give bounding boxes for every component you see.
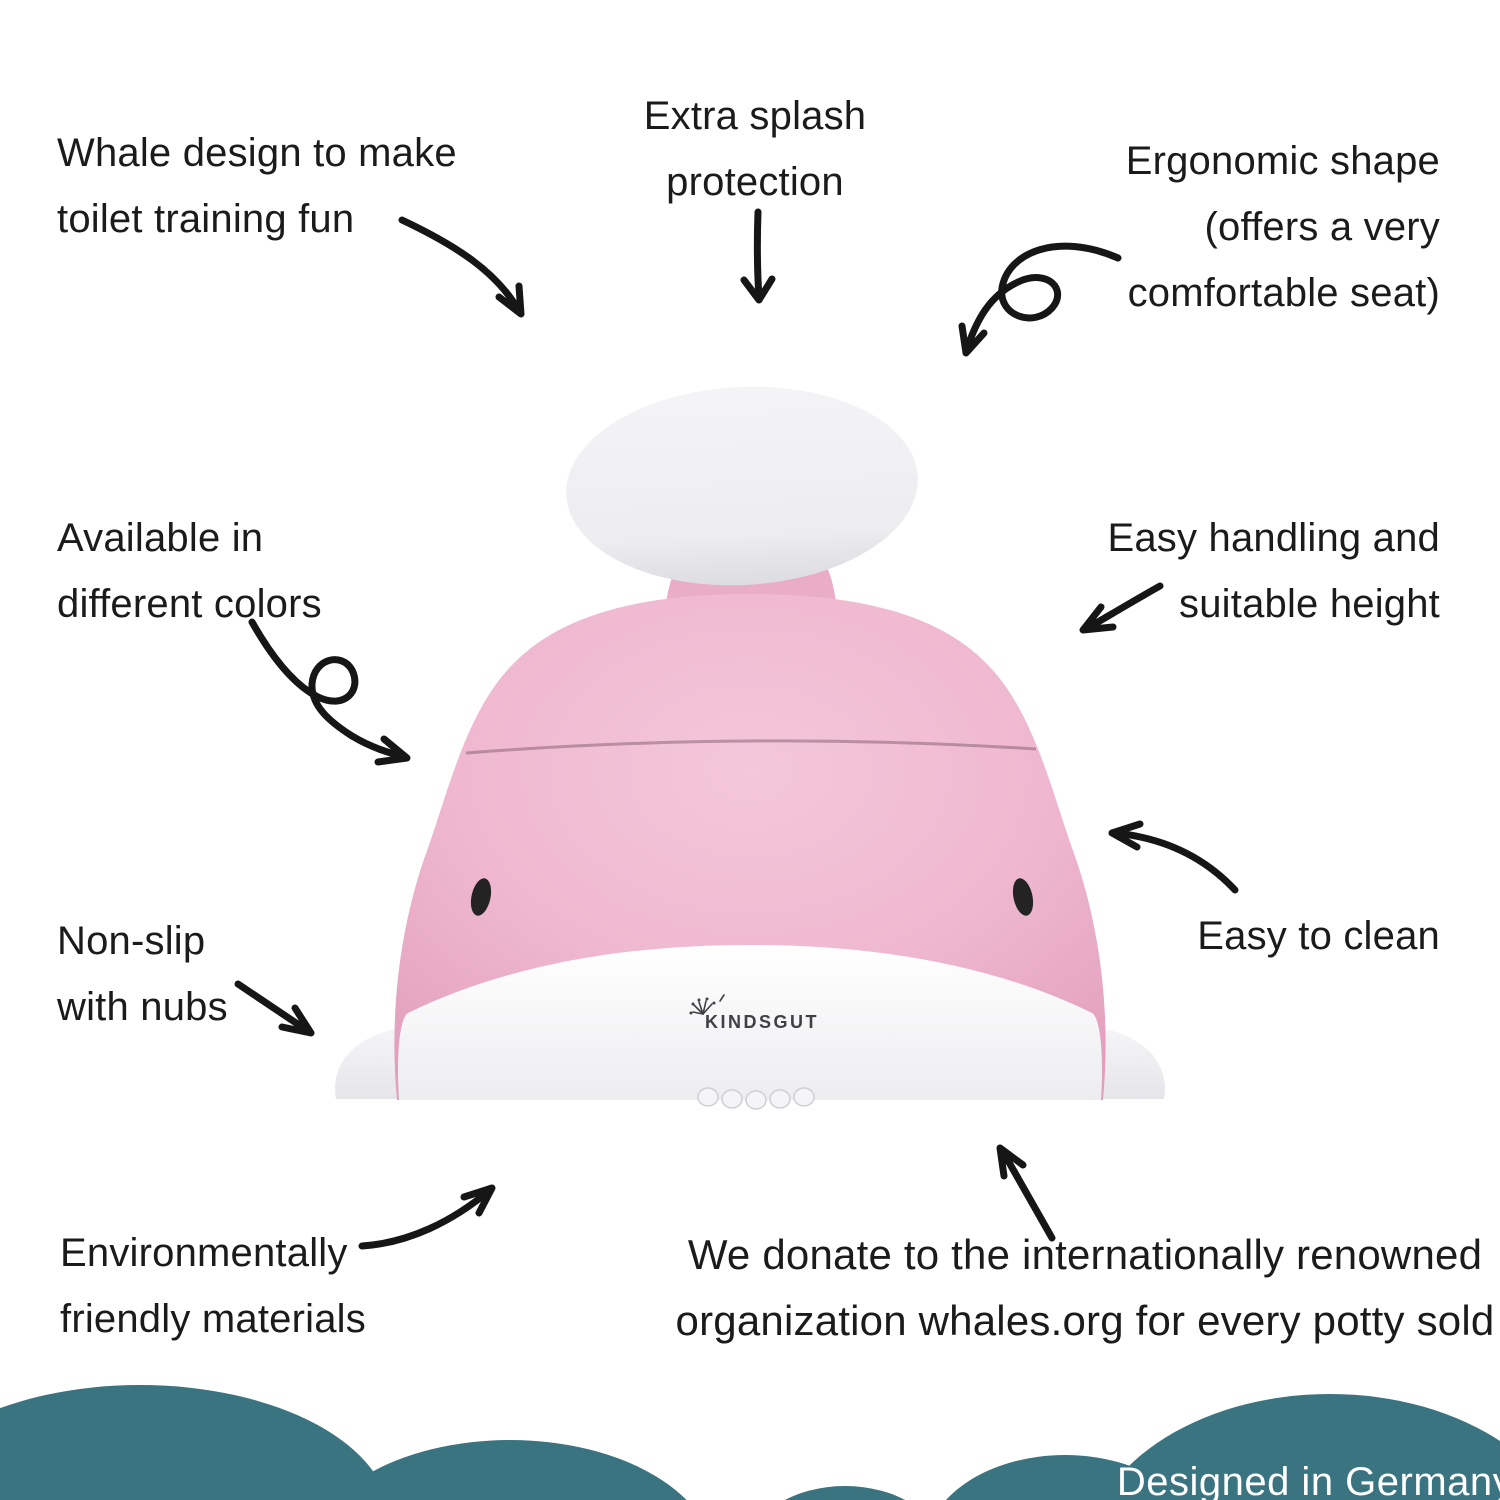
arrow-nonslip bbox=[234, 980, 315, 1037]
kindsgut-logo: KINDSGUT bbox=[689, 994, 819, 1032]
potty-lid-seam bbox=[465, 739, 1037, 755]
note-line: different colors bbox=[57, 582, 322, 626]
note-line: Extra splash bbox=[643, 94, 867, 138]
wave-hump-3 bbox=[784, 1486, 906, 1500]
note-line: toilet training fun bbox=[57, 197, 355, 241]
note-line: We donate to the internationally renowne… bbox=[687, 1231, 1483, 1278]
note-line: comfortable seat) bbox=[1127, 271, 1440, 315]
arrow-easy-clean bbox=[1108, 820, 1239, 894]
nonslip-nubs bbox=[697, 1087, 815, 1110]
arrow-available-colors bbox=[248, 618, 411, 766]
arrow-donate bbox=[996, 1144, 1056, 1242]
note-splash-protection: Extra splash protection bbox=[560, 83, 950, 215]
whale-eye-left bbox=[470, 878, 492, 916]
designed-in-germany-label: Designed in Germany bbox=[1116, 1460, 1500, 1500]
kindsgut-logo-text: KINDSGUT bbox=[705, 1012, 819, 1032]
note-line: Easy to clean bbox=[1197, 914, 1440, 958]
note-line: protection bbox=[666, 160, 844, 204]
dandelion-icon bbox=[689, 994, 725, 1015]
note-line: suitable height bbox=[1179, 582, 1440, 626]
whale-eye-right bbox=[1012, 878, 1034, 916]
note-line: organization whales.org for every potty … bbox=[675, 1297, 1495, 1344]
note-whale-design: Whale design to make toilet training fun bbox=[57, 120, 457, 252]
note-easy-clean: Easy to clean bbox=[1100, 903, 1440, 969]
note-available-colors: Available in different colors bbox=[57, 505, 322, 637]
arrow-splash-protection bbox=[740, 208, 776, 304]
note-line: (offers a very bbox=[1204, 205, 1440, 249]
note-line: friendly materials bbox=[60, 1297, 366, 1341]
note-line: Whale design to make bbox=[57, 131, 457, 175]
note-eco-materials: Environmentally friendly materials bbox=[60, 1220, 366, 1352]
note-line: Non-slip bbox=[57, 919, 206, 963]
wave-hump-2 bbox=[333, 1440, 687, 1500]
bottom-waves bbox=[0, 1385, 1500, 1500]
note-nonslip: Non-slip with nubs bbox=[57, 908, 228, 1040]
arrow-ergonomic-shape bbox=[958, 242, 1122, 357]
wave-hump-1 bbox=[0, 1385, 388, 1500]
whale-belly bbox=[398, 945, 1102, 1100]
note-line: Environmentally bbox=[60, 1231, 348, 1275]
wave-hump-5 bbox=[1102, 1394, 1500, 1500]
whale-tail-backrest bbox=[566, 386, 918, 586]
arrow-easy-handling bbox=[1079, 582, 1164, 634]
note-easy-handling: Easy handling and suitable height bbox=[1040, 505, 1440, 637]
arrow-whale-design bbox=[398, 216, 525, 318]
arrow-eco-materials bbox=[358, 1184, 496, 1250]
note-line: Ergonomic shape bbox=[1125, 139, 1440, 183]
note-donate: We donate to the internationally renowne… bbox=[660, 1222, 1500, 1354]
note-ergonomic-shape: Ergonomic shape (offers a very comfortab… bbox=[1040, 128, 1440, 326]
note-line: with nubs bbox=[57, 985, 228, 1029]
note-line: Available in bbox=[57, 516, 264, 560]
note-line: Easy handling and bbox=[1107, 516, 1440, 560]
